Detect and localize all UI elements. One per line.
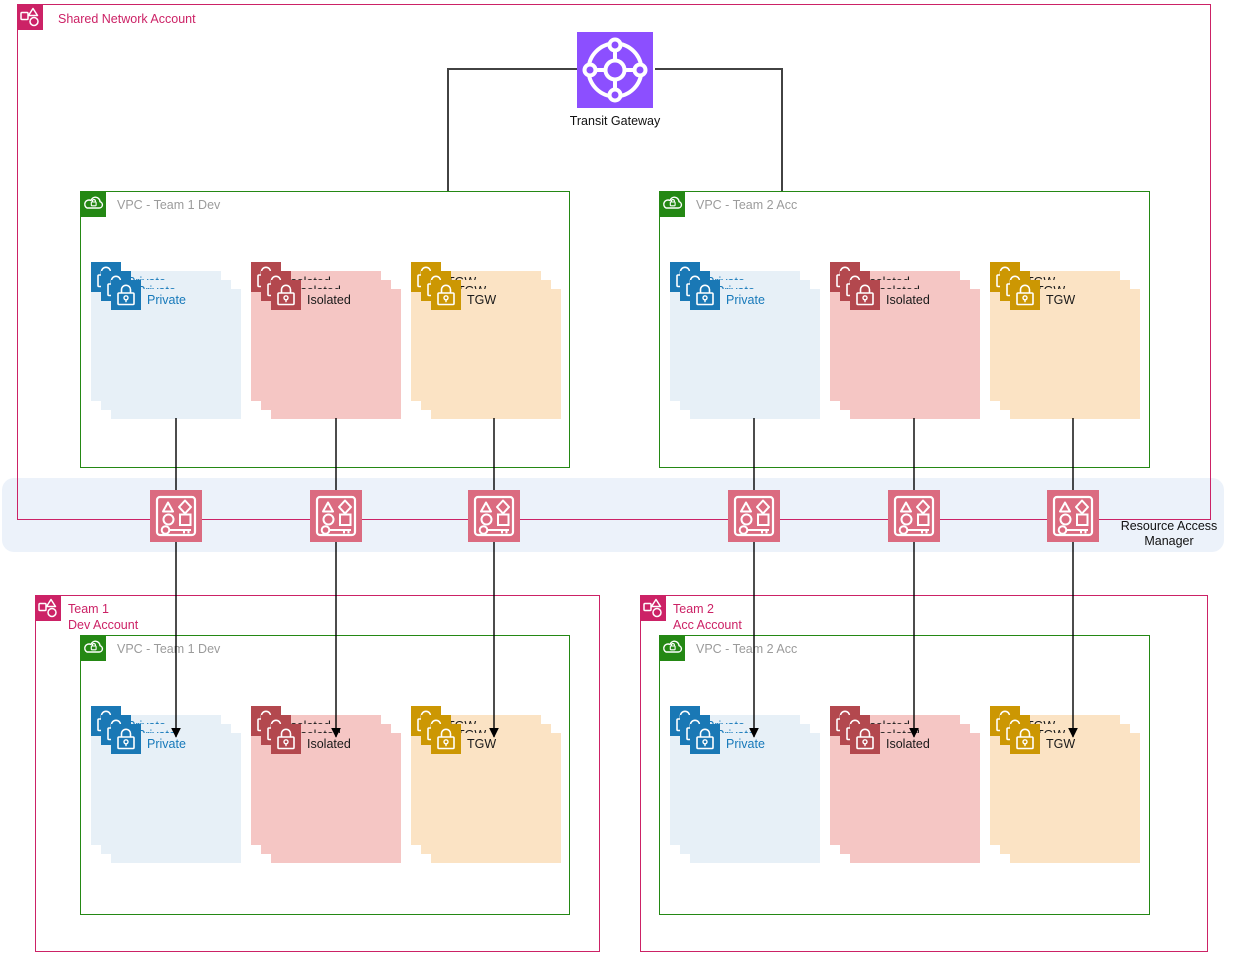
vpc-team1-dev-upper-group: VPC - Team 1 Dev PrivatePrivatePrivateIs… xyxy=(80,191,570,468)
vpc-label: VPC - Team 1 Dev xyxy=(117,642,221,656)
private-subnet-lock-icon xyxy=(690,280,720,310)
private-subnet-label: Private xyxy=(726,293,765,307)
isolated-subnet-lock-icon xyxy=(850,724,880,754)
private-subnet-label: Private xyxy=(147,293,186,307)
account-label-line1: Team 1 xyxy=(68,602,109,616)
isolated-subnet-card: Isolated xyxy=(271,724,401,863)
isolated-subnet-card: Isolated xyxy=(850,724,980,863)
isolated-subnet-stack: IsolatedIsolatedIsolated xyxy=(830,262,982,421)
vpc-icon xyxy=(80,191,106,217)
resource-access-manager-icon xyxy=(1047,490,1099,542)
vpc-team2-acc-upper-group: VPC - Team 2 Acc PrivatePrivatePrivateIs… xyxy=(659,191,1150,468)
tgw-subnet-label: TGW xyxy=(467,737,497,751)
tgw-subnet-card: TGW xyxy=(431,280,561,419)
isolated-subnet-lock-icon xyxy=(271,724,301,754)
tgw-subnet-stack: TGWTGWTGW xyxy=(411,262,563,421)
private-subnet-lock-icon xyxy=(111,724,141,754)
tgw-subnet-label: TGW xyxy=(1046,737,1076,751)
isolated-subnet-label: Isolated xyxy=(886,293,930,307)
resource-access-manager-icon xyxy=(150,490,202,542)
isolated-subnet-stack: IsolatedIsolatedIsolated xyxy=(830,706,982,865)
private-subnet-card: Private xyxy=(690,724,820,863)
tgw-subnet-lock-icon xyxy=(1010,724,1040,754)
account-icon xyxy=(17,4,43,30)
private-subnet-card: Private xyxy=(111,280,241,419)
tgw-subnet-stack: TGWTGWTGW xyxy=(990,262,1142,421)
team1-account-label: Team 1 Dev Account xyxy=(68,601,138,633)
shared-network-account-label: Shared Network Account xyxy=(58,12,196,26)
vpc-team1-dev-lower-group: VPC - Team 1 Dev PrivatePrivatePrivateIs… xyxy=(80,635,570,915)
isolated-subnet-label: Isolated xyxy=(886,737,930,751)
private-subnet-stack: PrivatePrivatePrivate xyxy=(670,262,822,421)
resource-access-manager-label: Resource Access Manager xyxy=(1104,519,1234,549)
private-subnet-lock-icon xyxy=(111,280,141,310)
transit-gateway-node xyxy=(577,32,653,108)
private-subnet-stack: PrivatePrivatePrivate xyxy=(91,262,243,421)
private-subnet-stack: PrivatePrivatePrivate xyxy=(670,706,822,865)
isolated-subnet-stack: IsolatedIsolatedIsolated xyxy=(251,706,403,865)
tgw-subnet-label: TGW xyxy=(1046,293,1076,307)
resource-access-manager-icon xyxy=(310,490,362,542)
transit-gateway-icon xyxy=(577,32,653,108)
tgw-subnet-stack: TGWTGWTGW xyxy=(411,706,563,865)
ram-label-line2: Manager xyxy=(1144,534,1194,548)
isolated-subnet-card: Isolated xyxy=(850,280,980,419)
ram-label-line1: Resource Access xyxy=(1120,519,1218,533)
tgw-subnet-stack: TGWTGWTGW xyxy=(990,706,1142,865)
vpc-label: VPC - Team 2 Acc xyxy=(696,198,798,212)
tgw-subnet-lock-icon xyxy=(431,280,461,310)
isolated-subnet-card: Isolated xyxy=(271,280,401,419)
isolated-subnet-stack: IsolatedIsolatedIsolated xyxy=(251,262,403,421)
transit-gateway-label: Transit Gateway xyxy=(569,114,661,128)
account-icon xyxy=(35,595,61,621)
private-subnet-lock-icon xyxy=(690,724,720,754)
private-subnet-card: Private xyxy=(111,724,241,863)
resource-access-manager-icon xyxy=(728,490,780,542)
vpc-label: VPC - Team 1 Dev xyxy=(117,198,221,212)
resource-access-manager-band xyxy=(2,478,1224,552)
account-icon xyxy=(640,595,666,621)
tgw-subnet-card: TGW xyxy=(431,724,561,863)
private-subnet-label: Private xyxy=(147,737,186,751)
isolated-subnet-lock-icon xyxy=(271,280,301,310)
tgw-subnet-card: TGW xyxy=(1010,724,1140,863)
private-subnet-stack: PrivatePrivatePrivate xyxy=(91,706,243,865)
vpc-icon xyxy=(80,635,106,661)
account-label-line2: Acc Account xyxy=(673,618,742,632)
private-subnet-card: Private xyxy=(690,280,820,419)
tgw-subnet-card: TGW xyxy=(1010,280,1140,419)
tgw-subnet-lock-icon xyxy=(1010,280,1040,310)
private-subnet-label: Private xyxy=(726,737,765,751)
resource-access-manager-icon xyxy=(888,490,940,542)
vpc-icon xyxy=(659,635,685,661)
tgw-subnet-label: TGW xyxy=(467,293,497,307)
vpc-label: VPC - Team 2 Acc xyxy=(696,642,798,656)
isolated-subnet-label: Isolated xyxy=(307,293,351,307)
account-label-line2: Dev Account xyxy=(68,618,139,632)
tgw-subnet-lock-icon xyxy=(431,724,461,754)
shared-network-account-group: Shared Network Account xyxy=(17,4,1211,520)
account-label-line1: Team 2 xyxy=(673,602,714,616)
team1-dev-account-group: Team 1 Dev Account xyxy=(35,595,600,952)
isolated-subnet-label: Isolated xyxy=(307,737,351,751)
team2-acc-account-group: Team 2 Acc Account xyxy=(640,595,1208,952)
vpc-icon xyxy=(659,191,685,217)
isolated-subnet-lock-icon xyxy=(850,280,880,310)
team2-account-label: Team 2 Acc Account xyxy=(673,601,742,633)
resource-access-manager-icon xyxy=(468,490,520,542)
vpc-team2-acc-lower-group: VPC - Team 2 Acc PrivatePrivatePrivateIs… xyxy=(659,635,1150,915)
